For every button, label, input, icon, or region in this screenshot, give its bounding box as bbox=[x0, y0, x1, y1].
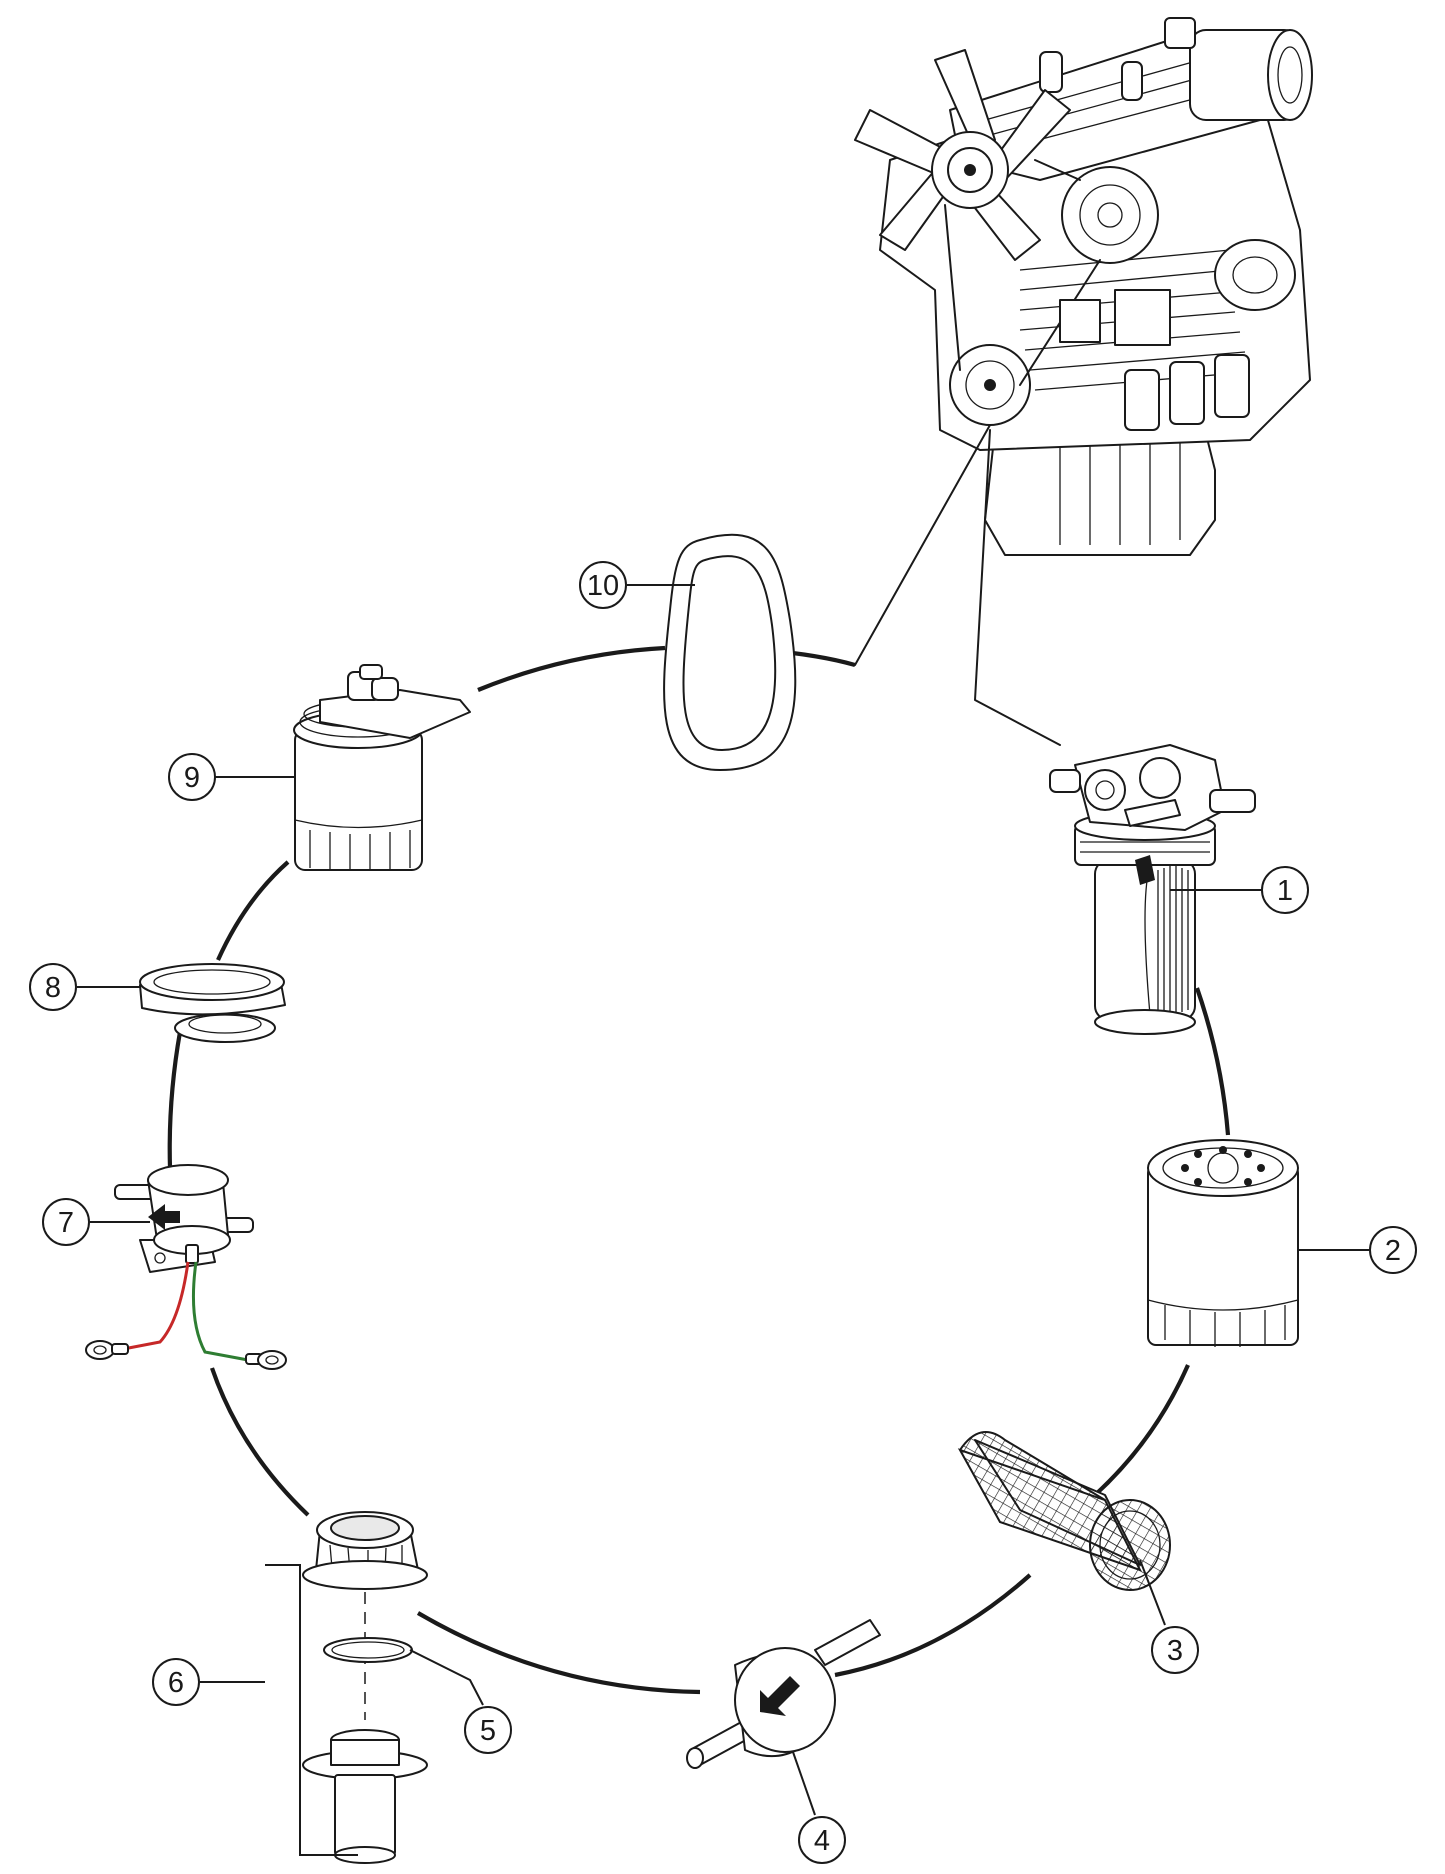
callout-label-10: 10 bbox=[587, 570, 619, 602]
ring-arc-3-4 bbox=[834, 1573, 1032, 1678]
red-wire bbox=[117, 1261, 190, 1352]
callout-6: 6 bbox=[152, 1658, 200, 1706]
gasket-ring bbox=[323, 1637, 413, 1663]
electric-fuel-pump bbox=[85, 1164, 287, 1370]
v-belt bbox=[663, 533, 797, 771]
inline-fuel-filter bbox=[686, 1619, 881, 1769]
callout-10: 10 bbox=[579, 561, 627, 609]
ring-arc-1-2 bbox=[1195, 987, 1231, 1136]
ring-arc-6-7 bbox=[210, 1367, 310, 1517]
engine-assembly bbox=[854, 17, 1313, 556]
callout-2: 2 bbox=[1369, 1226, 1417, 1274]
callout-label-7: 7 bbox=[58, 1207, 74, 1239]
mesh-strainer bbox=[957, 1431, 1171, 1591]
callout-9: 9 bbox=[168, 753, 216, 801]
ring-arc-8-9 bbox=[216, 860, 290, 961]
fuel-line-engine-to-filter bbox=[974, 429, 1061, 746]
oil-filter bbox=[1147, 1139, 1299, 1347]
ring-arc-4-6 bbox=[416, 1611, 701, 1695]
callout-5: 5 bbox=[464, 1706, 512, 1754]
callout-label-6: 6 bbox=[168, 1667, 184, 1699]
ring-arc-9-10 bbox=[477, 645, 666, 692]
flow-direction-arrow-icon bbox=[760, 1676, 800, 1716]
ring-arc-2-3 bbox=[1093, 1364, 1190, 1497]
connector-ring bbox=[167, 645, 1231, 1695]
callout-4: 4 bbox=[798, 1816, 846, 1864]
callout-label-4: 4 bbox=[814, 1825, 830, 1857]
belt-ring-joint bbox=[854, 424, 991, 666]
callout-label-1: 1 bbox=[1277, 875, 1293, 907]
flow-arrow-icon bbox=[148, 1204, 180, 1230]
fuel-water-separator bbox=[1049, 744, 1256, 1035]
callout-label-3: 3 bbox=[1167, 1635, 1183, 1667]
fuel-tank-cap bbox=[139, 963, 286, 1043]
leader-lines bbox=[77, 584, 1370, 1856]
callout-label-5: 5 bbox=[480, 1715, 496, 1747]
callout-label-9: 9 bbox=[184, 762, 200, 794]
fuel-tank-filler-neck bbox=[302, 1511, 428, 1864]
callout-label-2: 2 bbox=[1385, 1235, 1401, 1267]
callout-7: 7 bbox=[42, 1198, 90, 1246]
callout-8: 8 bbox=[29, 963, 77, 1011]
ring-arc-7-8 bbox=[167, 1031, 183, 1169]
fuel-filter-assembly bbox=[293, 664, 471, 871]
callout-1: 1 bbox=[1261, 866, 1309, 914]
green-wire bbox=[191, 1261, 249, 1362]
callout-3: 3 bbox=[1151, 1626, 1199, 1674]
callout-label-8: 8 bbox=[45, 972, 61, 1004]
